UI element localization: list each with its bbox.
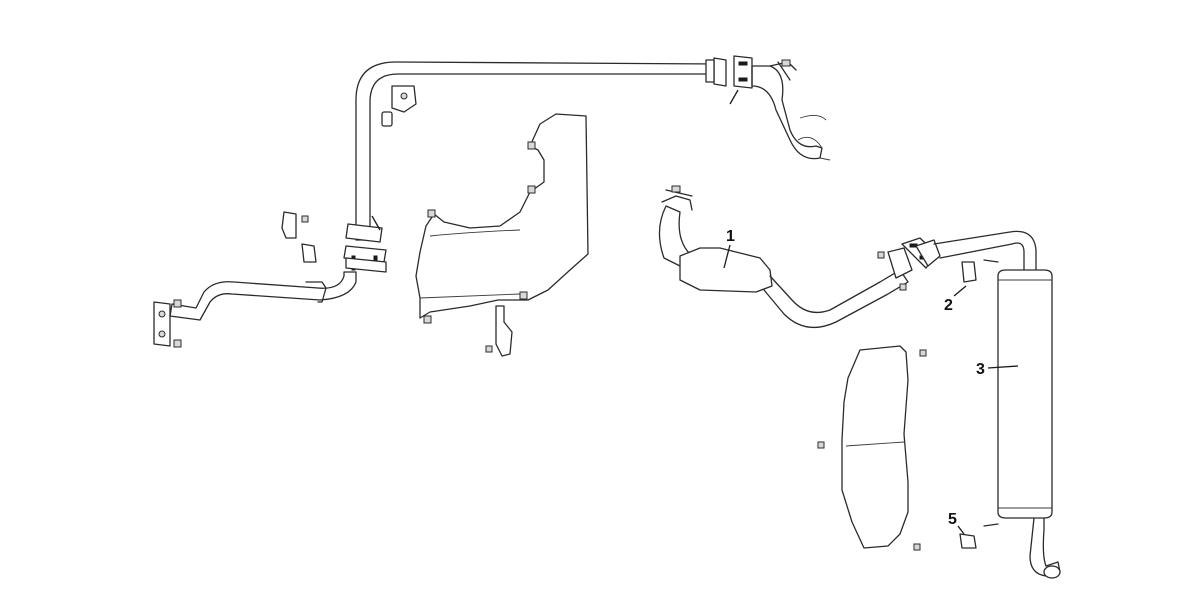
muffler-label-3: 3	[976, 361, 1019, 378]
callout-5: 5	[948, 511, 957, 528]
muffler	[983, 259, 1061, 579]
front-pipe-assembly	[153, 55, 831, 348]
center-heat-shield	[415, 113, 589, 357]
center-pipe-converter: 1	[658, 185, 913, 329]
callout-3: 3	[976, 361, 985, 378]
rubber-hanger-2: 2	[944, 261, 977, 314]
rubber-hanger-5: 5	[948, 511, 977, 549]
callout-2: 2	[944, 297, 953, 314]
tail-pipe	[901, 230, 1037, 277]
callout-1: 1	[726, 228, 735, 245]
rear-heat-shield	[817, 345, 927, 551]
